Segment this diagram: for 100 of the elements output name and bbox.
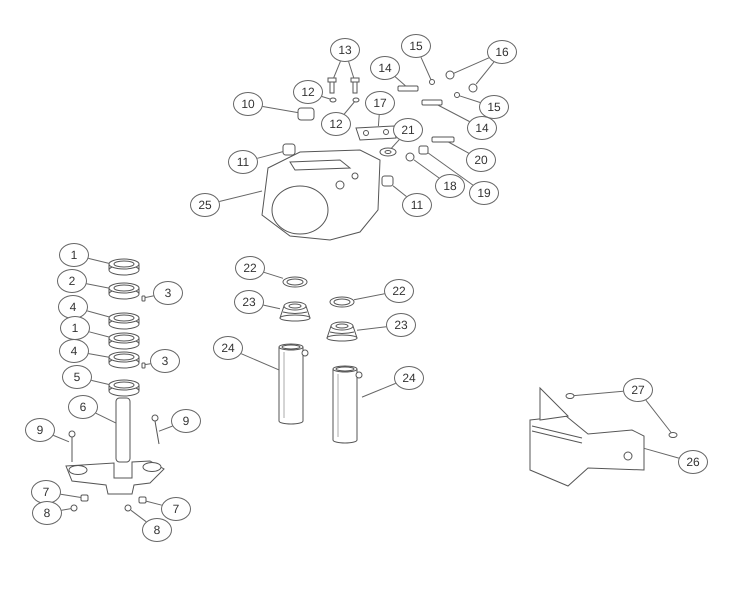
part-drawing [350,78,360,94]
callout-number: 22 [384,279,414,303]
round-part-shape [668,432,678,438]
leader-line [454,57,490,74]
leader-line [88,331,110,338]
callout-number: 16 [487,40,517,64]
leader-line [86,283,110,289]
leader-line [240,353,280,370]
leader-line [264,272,284,279]
callout-number: 25 [190,193,220,217]
callout-number: 14 [370,56,400,80]
part-shape [142,296,146,302]
callout-number: 3 [150,349,180,373]
round-part-shape [446,70,454,80]
part-drawing [108,258,140,276]
callout-number: 1 [59,243,89,267]
leader-line [344,102,355,114]
leader-line [644,448,680,459]
part-drawing [332,366,362,444]
callout-number: 13 [330,38,360,62]
part-shape [80,494,88,502]
leader-line [88,258,110,264]
callout-number: 23 [386,313,416,337]
leader-line [414,159,440,178]
callout-number: 5 [62,365,92,389]
callout-number: 1 [60,316,90,340]
part-shape [138,496,146,504]
part-shape [298,108,314,120]
callout-number: 11 [228,150,258,174]
callout-number: 21 [393,118,423,142]
callout-number: 24 [394,366,424,390]
leader-line [218,190,262,202]
leader-line [263,304,280,310]
callout-number: 17 [365,91,395,115]
leader-line [394,76,406,86]
leader-line [130,510,147,522]
leader-line [476,62,494,84]
round-part-shape [406,152,414,162]
callout-number: 27 [623,378,653,402]
round-part-shape [330,98,336,102]
part-drawing [68,430,76,462]
callout-number: 15 [479,95,509,119]
part-shape [432,136,454,142]
leader-line [420,56,432,80]
leader-line [61,508,72,511]
leader-line [95,412,116,424]
callout-number: 23 [234,290,264,314]
leader-line [333,60,341,78]
leader-line [88,353,110,358]
leader-line [321,96,330,100]
leader-line [262,106,298,114]
part-drawing [355,125,397,141]
part-shape [418,146,428,154]
callout-number: 7 [31,480,61,504]
leader-line [448,142,470,154]
part-drawing [278,344,308,424]
callout-number: 9 [171,409,201,433]
round-part-shape [454,92,460,98]
callout-number: 19 [469,181,499,205]
leader-line [392,185,407,197]
callout-number: 4 [59,339,89,363]
round-part-shape [70,504,78,512]
round-part-shape [468,84,478,92]
callout-number: 3 [153,281,183,305]
callout-number: 12 [293,80,323,104]
leader-line [90,380,110,385]
leader-line [144,363,151,366]
leader-line [348,61,354,78]
callout-number: 20 [466,148,496,172]
part-shape [116,398,130,462]
callout-number: 2 [57,269,87,293]
part-drawing [328,78,336,94]
callout-number: 4 [58,295,88,319]
part-shape [142,362,146,368]
leader-line [428,152,474,186]
leader-line [459,95,481,103]
leader-line [378,114,380,126]
part-drawing [108,312,140,330]
part-drawing [261,150,381,240]
part-drawing [530,386,644,487]
part-shape [398,86,418,92]
part-drawing [108,332,140,350]
callout-number: 7 [161,497,191,521]
leader-line [362,382,396,398]
round-part-shape [429,79,435,85]
callout-number: 8 [32,501,62,525]
part-drawing [330,296,354,308]
leader-line [354,293,385,300]
leader-line [391,139,400,148]
part-shape [282,144,296,156]
round-part-shape [566,393,574,399]
part-shape [422,100,442,106]
callout-number: 12 [321,112,351,136]
callout-number: 18 [435,174,465,198]
leader-line [256,151,284,159]
part-drawing [326,322,358,342]
part-drawing [108,282,140,300]
leader-line [144,295,154,298]
leader-line [60,494,82,498]
part-drawing [152,414,160,444]
